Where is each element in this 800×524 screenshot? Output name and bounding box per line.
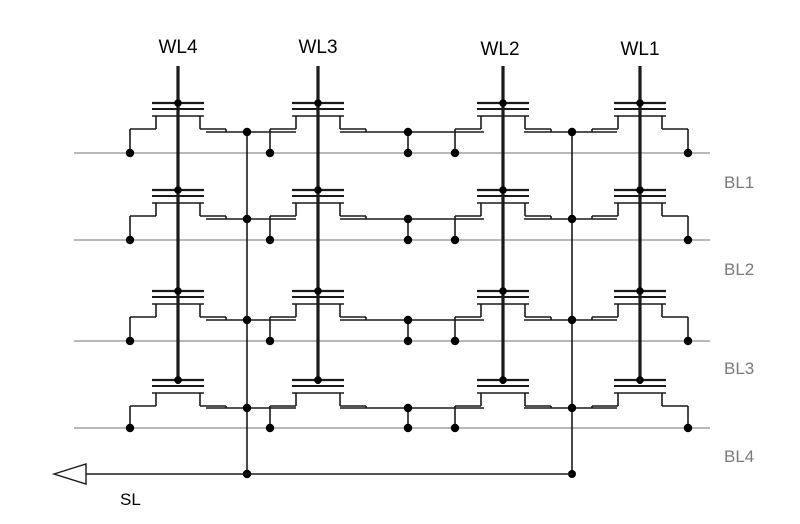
drain-contact-cell-r2-c1 <box>125 235 135 245</box>
drain-contact-cell-r4-c4 <box>683 423 693 433</box>
sl-node-a-4 <box>242 403 252 413</box>
cell-r4-c3 <box>454 378 552 428</box>
gate-dot-cell-r2-c2 <box>314 186 322 194</box>
mid-drain-contact-3 <box>403 336 413 346</box>
sl-node-b-1 <box>403 127 413 137</box>
sl-node-c-1 <box>567 127 577 137</box>
cell-r4-c2 <box>269 378 367 428</box>
wl-label-1: WL4 <box>158 37 198 58</box>
sl-node-c-4 <box>567 403 577 413</box>
gate-dot-cell-r4-c4 <box>636 376 644 384</box>
gate-dot-cell-r3-c4 <box>636 287 644 295</box>
cell-wiring <box>129 101 689 474</box>
sl-node-c-2 <box>567 214 577 224</box>
drain-contact-cell-r1-c3 <box>450 148 460 158</box>
sl-node-a-3 <box>242 315 252 325</box>
cell-r1-c1 <box>129 101 227 153</box>
bl-label-3: BL3 <box>724 359 754 378</box>
gate-dot-cell-r2-c3 <box>499 186 507 194</box>
cell-r4-c4 <box>591 378 689 428</box>
gate-dot-cell-r4-c3 <box>499 376 507 384</box>
sl-node-b-4 <box>403 403 413 413</box>
source-line: SL <box>51 463 572 509</box>
drain-contact-cell-r2-c3 <box>450 235 460 245</box>
drain-contact-cell-r1-c2 <box>265 148 275 158</box>
sl-node-c-3 <box>567 315 577 325</box>
cell-r4-c1 <box>129 378 227 428</box>
gate-dot-cell-r3-c2 <box>314 287 322 295</box>
wl-label-2: WL3 <box>298 37 337 58</box>
sl-label: SL <box>120 490 141 509</box>
gate-dot-cell-r2-c4 <box>636 186 644 194</box>
drain-contact-cell-r4-c3 <box>450 423 460 433</box>
source-line-arrow <box>51 463 87 485</box>
bl-labels: BL1 BL2 BL3 BL4 <box>724 173 754 466</box>
bit-lines <box>74 152 710 429</box>
drain-contact-cell-r3-c3 <box>450 336 460 346</box>
drain-contact-cell-r3-c1 <box>125 336 135 346</box>
gate-dot-cell-r1-c3 <box>499 99 507 107</box>
mid-drain-contact-4 <box>403 423 413 433</box>
gate-dot-cell-r1-c4 <box>636 99 644 107</box>
drain-contact-cell-r4-c1 <box>125 423 135 433</box>
sl-node-a-2 <box>242 214 252 224</box>
drain-contact-cell-r4-c2 <box>265 423 275 433</box>
drain-contact-cell-r3-c2 <box>265 336 275 346</box>
wl-label-4: WL1 <box>620 39 659 60</box>
sl-node-b-2 <box>403 214 413 224</box>
bl-label-4: BL4 <box>724 447 754 466</box>
bl-label-2: BL2 <box>724 260 754 279</box>
sl-node-b-3 <box>403 315 413 325</box>
wl-labels: WL4 WL3 WL2 WL1 <box>158 37 659 60</box>
bl-label-1: BL1 <box>724 173 754 192</box>
sl-node-a-1 <box>242 127 252 137</box>
gate-dot-cell-r1-c2 <box>314 99 322 107</box>
wl-label-3: WL2 <box>480 39 519 60</box>
drain-contact-cell-r2-c4 <box>683 235 693 245</box>
gate-dot-cell-r3-c1 <box>174 287 182 295</box>
drain-contact-cell-r1-c1 <box>125 148 135 158</box>
drain-contact-cell-r2-c2 <box>265 235 275 245</box>
gate-dot-cell-r4-c2 <box>314 376 322 384</box>
mid-drain-contact-2 <box>403 235 413 245</box>
gate-dot-cell-r4-c1 <box>174 376 182 384</box>
drain-contact-cell-r1-c4 <box>683 148 693 158</box>
gate-dot-cell-r3-c3 <box>499 287 507 295</box>
gate-dot-cell-r1-c1 <box>174 99 182 107</box>
mid-drain-contact-1 <box>403 148 413 158</box>
gate-dot-cell-r2-c1 <box>174 186 182 194</box>
junction-dots <box>125 99 693 479</box>
drain-contact-cell-r3-c4 <box>683 336 693 346</box>
word-lines <box>176 66 642 384</box>
